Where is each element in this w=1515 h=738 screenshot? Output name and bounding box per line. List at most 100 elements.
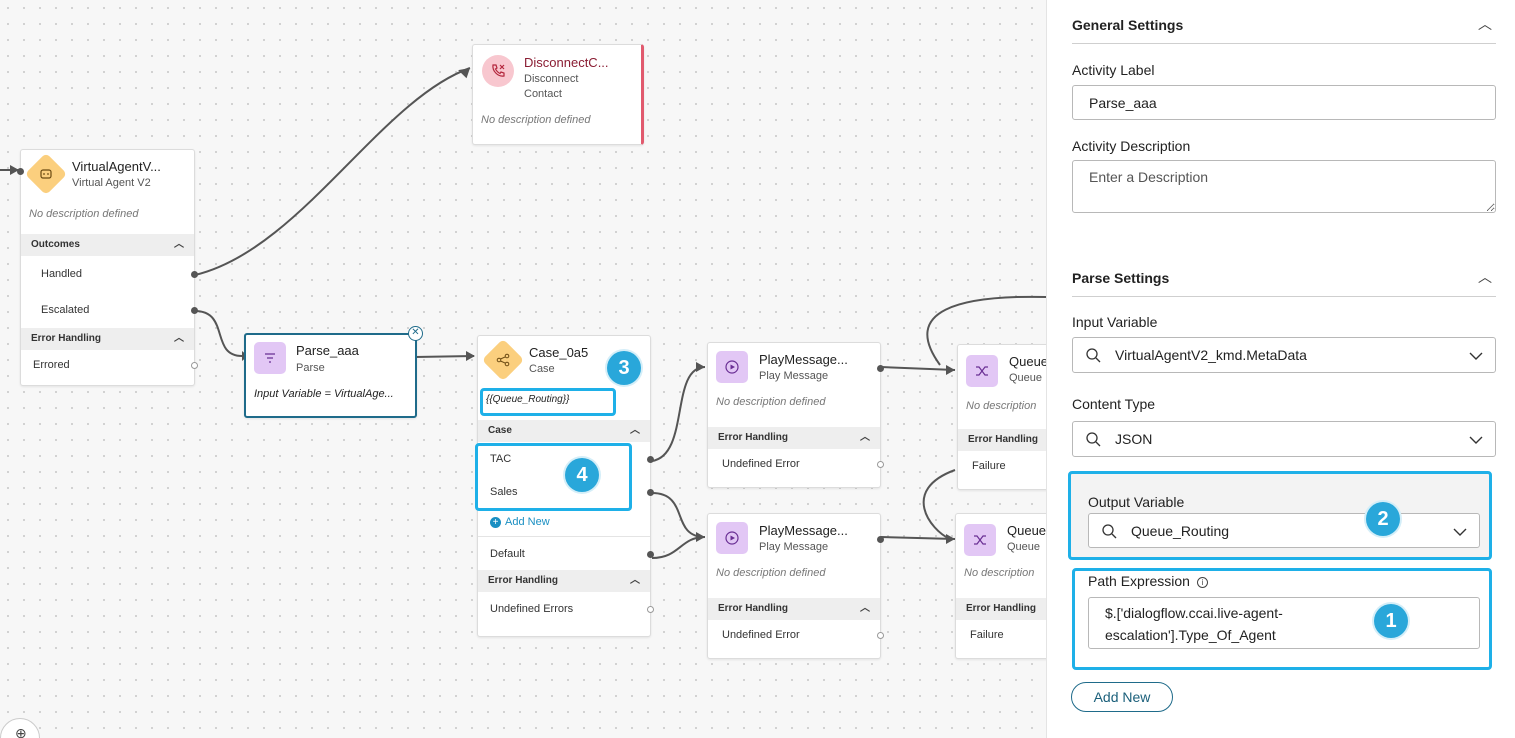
node-title: VirtualAgentV... [72,159,161,174]
node-description: No description defined [481,114,591,126]
path-expression-line2: escalation'].Type_Of_Agent [1105,627,1276,643]
wire-handled-to-disconnect [194,67,471,276]
callout-badge-4: 4 [565,458,599,492]
queue-node-1[interactable]: Queue Queue No description Error Handlin… [957,344,1046,490]
output-variable-select[interactable]: Queue_Routing [1088,513,1480,548]
wire-play1-to-queue1 [880,366,956,371]
node-title: Parse_aaa [296,343,359,358]
chevron-up-icon[interactable]: ︿ [860,603,870,614]
error-errored: Errored [21,350,198,380]
bot-icon [31,159,61,189]
callout-badge-2: 2 [1366,502,1400,536]
escalated-port[interactable] [191,307,198,314]
default-port[interactable] [647,550,654,558]
error-undefined: Undefined Errors [478,592,654,626]
wire-failure-loop [922,469,956,540]
add-case-button[interactable]: +Add New [478,508,650,536]
virtual-agent-node[interactable]: VirtualAgentV... Virtual Agent V2 No des… [17,149,198,386]
input-variable-select[interactable]: VirtualAgentV2_kmd.MetaData [1072,337,1496,373]
outcome-handled: Handled [21,256,198,292]
case-sales: Sales [478,476,654,508]
error-label: Failure [970,629,1004,641]
chevron-up-icon[interactable]: ︿ [174,333,184,344]
error-label: Undefined Error [722,458,800,470]
node-title: Queue [1009,354,1046,369]
error-handling-section-header[interactable]: Error Handling ︿ [708,427,880,449]
errored-port[interactable] [191,362,198,369]
wire-tac-to-play1 [651,366,706,462]
chevron-up-icon[interactable]: ︿ [1478,16,1492,32]
queue-node-2[interactable]: Queue Queue No description Error Handlin… [955,513,1046,659]
content-type-label: Content Type [1072,396,1156,412]
undefined-errors-port[interactable] [647,606,654,613]
chevron-up-icon[interactable]: ︿ [630,425,640,436]
node-title: DisconnectC... [524,55,609,70]
section-label: Error Handling [718,603,789,614]
success-port[interactable] [877,536,884,543]
error-handling-section-header[interactable]: Error Handling ︿ [478,570,650,592]
case-label: Sales [490,486,518,498]
flow-canvas[interactable]: DisconnectC... Disconnect Contact No des… [0,0,1046,738]
success-port[interactable] [877,365,884,372]
node-description: No description defined [29,208,139,220]
case-tac: TAC [478,442,654,476]
content-type-select[interactable]: JSON [1072,421,1496,457]
node-title: PlayMessage... [759,523,848,538]
case-label: Default [490,548,525,560]
section-label: Case [488,425,512,436]
path-expression-label: Path Expression i [1088,573,1208,589]
shuffle-icon [966,355,998,387]
disconnect-contact-node[interactable]: DisconnectC... Disconnect Contact No des… [472,44,644,145]
node-description: Input Variable = VirtualAge... [254,388,394,400]
outcome-label: Handled [41,268,82,280]
section-title: General Settings [1072,17,1184,33]
error-handling-section-header[interactable]: Error Handling [956,598,1046,620]
node-subtitle: Virtual Agent V2 [72,177,151,189]
parse-settings-header[interactable]: Parse Settings ︿ [1072,253,1496,297]
wire-play2-to-queue2 [880,536,956,540]
error-handling-section-header[interactable]: Error Handling︿ [21,328,194,350]
error-failure: Failure [956,620,1046,650]
chevron-down-icon[interactable] [1469,350,1483,364]
activity-label-input[interactable] [1072,85,1496,120]
handled-port[interactable] [191,271,198,278]
error-undefined: Undefined Error [708,620,884,650]
general-settings-header[interactable]: General Settings ︿ [1072,0,1496,44]
chevron-up-icon[interactable]: ︿ [860,432,870,443]
tac-port[interactable] [647,456,654,463]
error-handling-section-header[interactable]: Error Handling ︿ [708,598,880,620]
undefined-error-port[interactable] [877,632,884,639]
parse-node[interactable]: ✕ Parse_aaa Parse Input Variable = Virtu… [244,326,423,418]
close-node-icon[interactable]: ✕ [408,326,423,341]
node-subtitle: Play Message [759,370,829,382]
add-new-button[interactable]: Add New [1071,682,1173,712]
section-label: Error Handling [718,432,789,443]
node-subtitle: Disconnect [524,73,579,85]
activity-description-label: Activity Description [1072,138,1191,154]
error-handling-section-header[interactable]: Error Handling [958,429,1046,451]
zoom-in-icon: ⊕ [15,725,27,738]
input-variable-label: Input Variable [1072,314,1158,330]
play-message-node-1[interactable]: PlayMessage... Play Message No descripti… [707,342,884,488]
case-node[interactable]: Case_0a5 Case {{Queue_Routing}} Case︿ TA… [477,335,654,637]
sales-port[interactable] [647,489,654,496]
search-icon [1085,431,1101,450]
error-undefined: Undefined Error [708,449,884,479]
chevron-down-icon[interactable] [1469,434,1483,448]
case-section-header[interactable]: Case ︿ [478,420,650,442]
undefined-error-port[interactable] [877,461,884,468]
info-icon[interactable]: i [1196,576,1208,588]
chevron-down-icon[interactable] [1453,526,1467,540]
activity-description-input[interactable] [1072,160,1496,213]
play-message-node-2[interactable]: PlayMessage... Play Message No descripti… [707,513,884,659]
path-expression-input[interactable]: $.['dialogflow.ccai.live-agent- escalati… [1088,597,1480,649]
error-failure: Failure [958,451,1046,481]
share-icon [488,345,518,375]
outcomes-section-header[interactable]: Outcomes︿ [21,234,194,256]
section-label: Error Handling [488,575,559,586]
wire-sales-to-play2 [651,492,706,538]
input-port[interactable] [17,168,24,175]
chevron-up-icon[interactable]: ︿ [174,239,184,250]
chevron-up-icon[interactable]: ︿ [630,575,640,586]
chevron-up-icon[interactable]: ︿ [1478,269,1492,285]
